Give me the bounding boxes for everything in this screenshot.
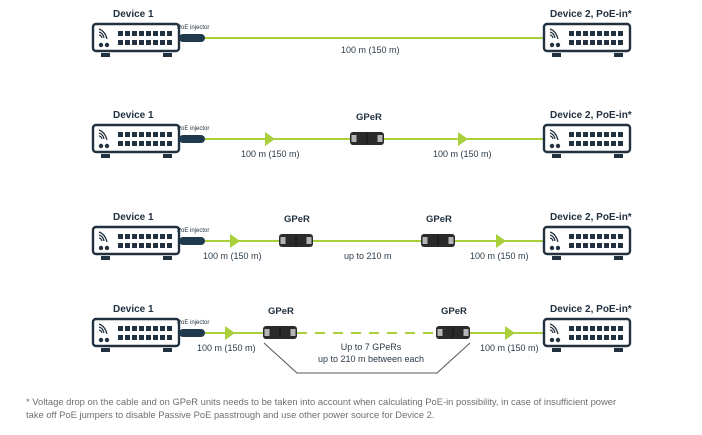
poe-injector-icon xyxy=(179,329,205,337)
poe-injector-icon xyxy=(179,135,205,143)
device1-title: Device 1 xyxy=(113,304,154,315)
gper-device-icon xyxy=(435,325,471,340)
chain-note-line2: up to 210 m between each xyxy=(317,354,425,364)
poe-injector-label: PoE injector xyxy=(177,25,210,31)
arrow-icon xyxy=(230,234,240,248)
poe-injector-icon xyxy=(179,237,205,245)
device2-title: Device 2, PoE-in* xyxy=(550,304,632,315)
device1-switch-icon xyxy=(91,22,181,59)
device1-title: Device 1 xyxy=(113,110,154,121)
arrow-icon xyxy=(225,326,235,340)
gper-device-icon xyxy=(420,233,456,248)
device2-title: Device 2, PoE-in* xyxy=(550,110,632,121)
gper-device-icon xyxy=(278,233,314,248)
gper-device-icon xyxy=(349,131,385,146)
gper-title: GPeR xyxy=(356,112,382,123)
device2-switch-icon xyxy=(542,317,632,354)
arrow-icon xyxy=(496,234,506,248)
footnote-line1: * Voltage drop on the cable and on GPeR … xyxy=(26,396,617,407)
chain-note-line1: Up to 7 GPeRs xyxy=(340,342,402,352)
arrow-icon xyxy=(458,132,468,146)
gper-device-icon xyxy=(262,325,298,340)
gper-title: GPeR xyxy=(268,306,294,317)
arrow-icon xyxy=(265,132,275,146)
distance-label: 100 m (150 m) xyxy=(470,251,529,261)
footnote-line2: take off PoE jumpers to disable Passive … xyxy=(26,409,435,420)
device1-switch-icon xyxy=(91,225,181,262)
device2-switch-icon xyxy=(542,123,632,160)
distance-label: 100 m (150 m) xyxy=(480,343,539,353)
gper-title: GPeR xyxy=(284,214,310,225)
poe-injector-icon xyxy=(179,34,205,42)
chain-bracket xyxy=(263,342,471,374)
distance-label: 100 m (150 m) xyxy=(197,343,256,353)
distance-label: 100 m (150 m) xyxy=(341,45,400,55)
distance-label: up to 210 m xyxy=(344,251,392,261)
device2-title: Device 2, PoE-in* xyxy=(550,212,632,223)
distance-label: 100 m (150 m) xyxy=(241,149,300,159)
device2-switch-icon xyxy=(542,22,632,59)
distance-label: 100 m (150 m) xyxy=(203,251,262,261)
gper-title: GPeR xyxy=(441,306,467,317)
device1-switch-icon xyxy=(91,317,181,354)
distance-label: 100 m (150 m) xyxy=(433,149,492,159)
device1-title: Device 1 xyxy=(113,9,154,20)
device2-title: Device 2, PoE-in* xyxy=(550,9,632,20)
device1-switch-icon xyxy=(91,123,181,160)
arrow-icon xyxy=(505,326,515,340)
device2-switch-icon xyxy=(542,225,632,262)
poe-injector-label: PoE injector xyxy=(177,228,210,234)
poe-injector-label: PoE injector xyxy=(177,126,210,132)
gper-title: GPeR xyxy=(426,214,452,225)
device1-title: Device 1 xyxy=(113,212,154,223)
poe-injector-label: PoE injector xyxy=(177,320,210,326)
